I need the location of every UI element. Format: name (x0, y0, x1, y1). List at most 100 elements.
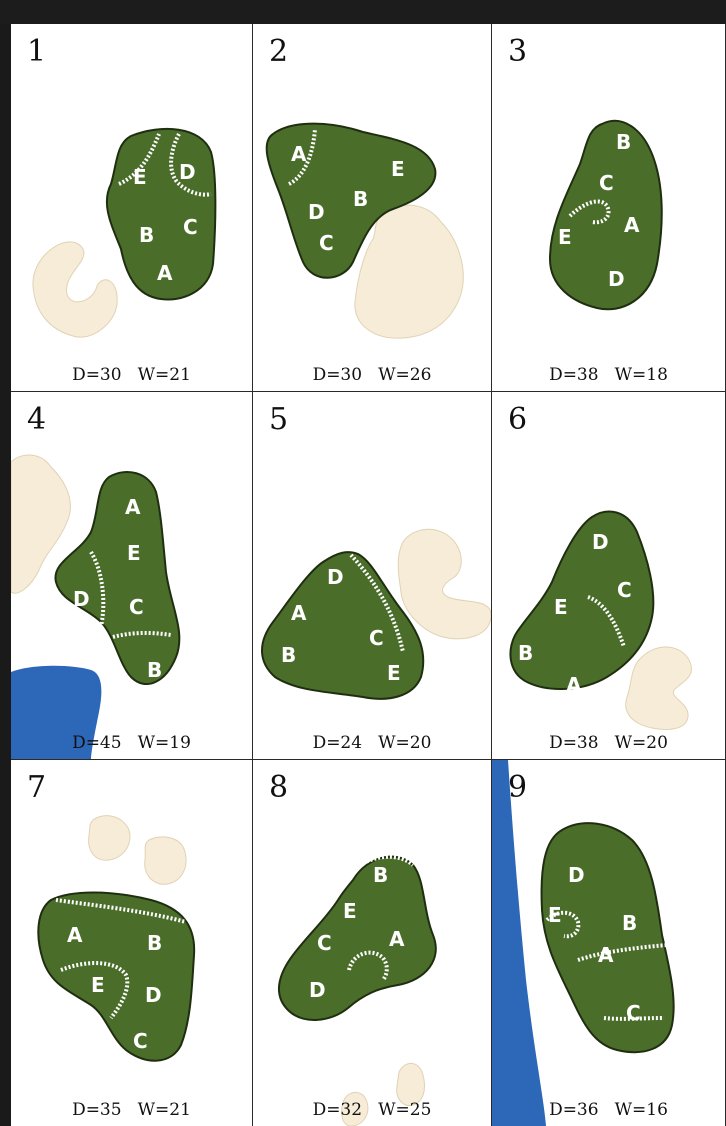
green (542, 823, 674, 1052)
green-dimensions: D=38 W=20 (492, 733, 725, 753)
zone-label: E (558, 225, 572, 249)
zone-label: E (554, 595, 568, 619)
zone-label: E (127, 541, 141, 565)
green-dimensions: D=30 W=21 (11, 365, 252, 385)
green-dimensions: D=45 W=19 (11, 733, 252, 753)
hole-number: 1 (27, 34, 46, 69)
zone-label: B (281, 643, 296, 667)
zone-label: D (568, 863, 585, 887)
zone-label: A (291, 142, 307, 166)
hole-4-diagram: A E D C B (11, 392, 253, 760)
zone-label: E (387, 661, 401, 685)
bunker (89, 816, 130, 861)
zone-label: A (157, 261, 173, 285)
hole-number: 6 (508, 402, 527, 437)
width-value: W=21 (138, 365, 191, 385)
green-dimensions: D=24 W=20 (253, 733, 491, 753)
green-dimensions: D=36 W=16 (492, 1100, 725, 1120)
bunker (145, 837, 186, 884)
hole-2-diagram: A E B D C (253, 24, 492, 392)
zone-label: C (617, 578, 632, 602)
green-dimensions: D=38 W=18 (492, 365, 725, 385)
green-dimensions: D=32 W=25 (253, 1100, 491, 1120)
zone-label: B (622, 911, 637, 935)
zone-label: C (183, 215, 198, 239)
zone-label: D (179, 160, 196, 184)
zone-label: E (133, 165, 147, 189)
depth-value: D=30 (72, 365, 122, 385)
hole-7-diagram: A B E D C (11, 760, 253, 1126)
zone-label: C (129, 595, 144, 619)
zone-label: D (608, 267, 625, 291)
zone-label: A (566, 673, 582, 697)
zone-label: D (308, 200, 325, 224)
zone-label: C (319, 231, 334, 255)
water (492, 760, 546, 1126)
hole-number: 4 (27, 402, 46, 437)
zone-label: D (145, 983, 162, 1007)
bunker (33, 242, 117, 337)
bunker (398, 529, 491, 639)
width-value: W=20 (615, 733, 668, 753)
zone-label: E (343, 899, 357, 923)
zone-label: A (624, 213, 640, 237)
hole-number: 5 (269, 402, 288, 437)
zone-label: E (391, 157, 405, 181)
width-value: W=25 (378, 1100, 431, 1120)
zone-label: D (327, 565, 344, 589)
hole-number: 2 (269, 34, 288, 69)
depth-value: D=30 (313, 365, 363, 385)
zone-label: C (626, 1001, 641, 1025)
depth-value: D=38 (549, 733, 599, 753)
depth-value: D=24 (313, 733, 363, 753)
zone-label: C (599, 171, 614, 195)
width-value: W=19 (138, 733, 191, 753)
depth-value: D=38 (549, 365, 599, 385)
top-border (0, 0, 726, 24)
zone-label: B (147, 931, 162, 955)
green (279, 857, 436, 1020)
bunker (626, 647, 692, 729)
hole-8-diagram: B E A C D (253, 760, 492, 1126)
zone-label: D (309, 978, 326, 1002)
width-value: W=18 (615, 365, 668, 385)
hole-card-4: A E D C B 4 D=45 W=19 (11, 392, 253, 760)
zone-label: A (598, 943, 614, 967)
hole-3-diagram: B C E A D (492, 24, 726, 392)
zone-label: B (147, 658, 162, 682)
hole-1-diagram: E D B C A (11, 24, 253, 392)
zone-label: B (518, 641, 533, 665)
hole-number: 7 (27, 770, 46, 805)
hole-card-6: D C E B A 6 D=38 W=20 (492, 392, 726, 760)
hole-card-9: D E B A C 9 D=36 W=16 (492, 760, 726, 1126)
left-border (0, 24, 11, 1126)
width-value: W=16 (615, 1100, 668, 1120)
hole-number: 3 (508, 34, 527, 69)
zone-label: C (317, 931, 332, 955)
depth-value: D=45 (72, 733, 122, 753)
width-value: W=21 (138, 1100, 191, 1120)
zone-label: C (369, 626, 384, 650)
hole-number: 9 (508, 770, 527, 805)
width-value: W=26 (378, 365, 431, 385)
zone-label: D (73, 587, 90, 611)
zone-label: B (616, 130, 631, 154)
zone-label: D (592, 530, 609, 554)
depth-value: D=36 (549, 1100, 599, 1120)
zone-label: B (373, 863, 388, 887)
hole-card-1: E D B C A 1 D=30 W=21 (11, 24, 253, 392)
green-dimensions: D=30 W=26 (253, 365, 491, 385)
zone-label: A (67, 923, 83, 947)
width-value: W=20 (378, 733, 431, 753)
hole-9-diagram: D E B A C (492, 760, 726, 1126)
depth-value: D=32 (313, 1100, 363, 1120)
zone-label: B (139, 223, 154, 247)
zone-label: E (548, 903, 562, 927)
hole-card-2: A E B D C 2 D=30 W=26 (253, 24, 492, 392)
green (55, 472, 179, 684)
zone-label: B (353, 187, 368, 211)
